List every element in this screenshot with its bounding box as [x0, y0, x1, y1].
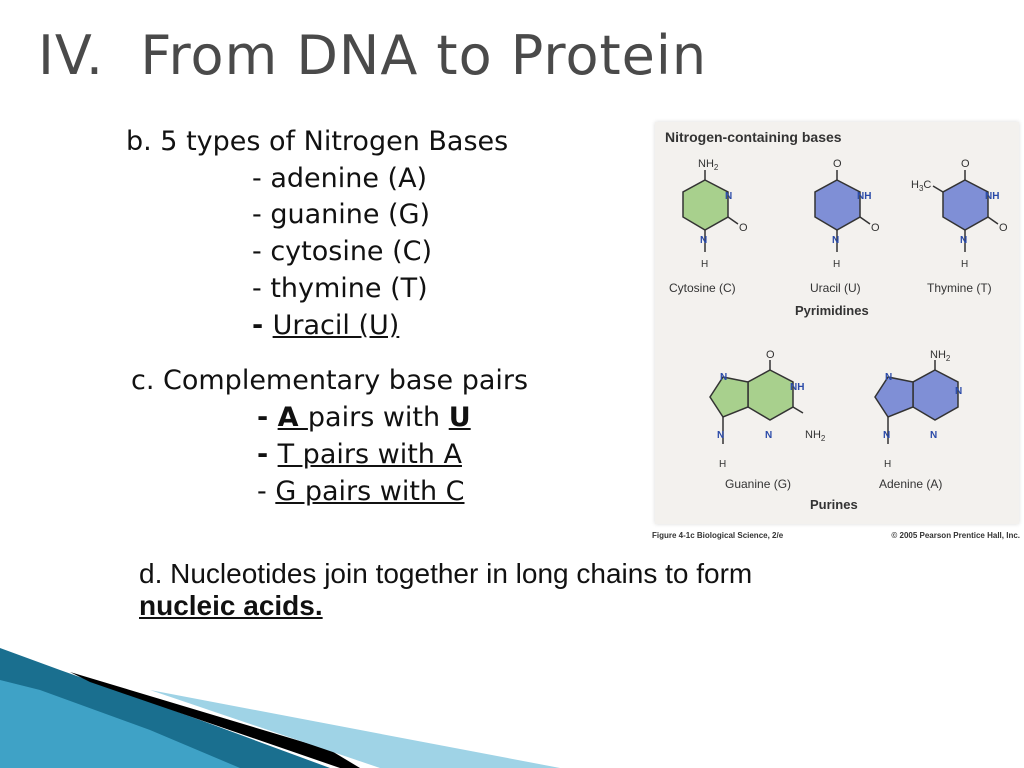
guanine-o: O [766, 349, 775, 361]
cytosine-n1: N [700, 235, 707, 246]
guanine-n3: N [765, 430, 772, 441]
adenine-n7: N [885, 372, 892, 383]
uracil-nh: NH [857, 191, 871, 202]
pyrimidines-label: Pyrimidines [795, 303, 869, 318]
thymine-structure: O H3C NH N O H Thymine (T) [911, 158, 1008, 295]
uracil-structure: O NH N O H Uracil (U) [810, 158, 880, 295]
slide-title: IV. From DNA to Protein [38, 24, 708, 87]
pair2-dash: - [257, 439, 278, 470]
guanine-nh2: NH2 [805, 429, 826, 443]
figure-caption-source: Figure 4-1c Biological Science, 2/e [652, 531, 784, 540]
pair-a-u: - A pairs with U [257, 402, 471, 433]
swoosh-light-band [150, 690, 560, 768]
uracil-dash: - [252, 310, 273, 341]
thymine-nh: NH [985, 191, 999, 202]
cytosine-nh2: NH2 [698, 158, 719, 172]
adenine-n9: N [883, 430, 890, 441]
figure-caption-copyright: © 2005 Pearson Prentice Hall, Inc. [891, 531, 1020, 540]
adenine-n1: N [955, 386, 962, 397]
guanine-n9: N [717, 430, 724, 441]
base-item-cytosine: - cytosine (C) [252, 236, 433, 267]
cytosine-n3: N [725, 191, 732, 202]
uracil-o-top: O [833, 158, 842, 170]
pair3-dash: - [257, 476, 276, 507]
uracil-o-bottom: O [871, 222, 880, 234]
decorative-swoosh [0, 648, 560, 768]
nucleic-acids-term: nucleic acids. [139, 590, 323, 621]
guanine-label: Guanine (G) [725, 477, 791, 491]
pair1-base: A [277, 402, 308, 433]
cytosine-o: O [739, 222, 748, 234]
uracil-h: H [833, 259, 840, 270]
figure-title: Nitrogen-containing bases [665, 129, 842, 145]
nitrogen-bases-figure: Nitrogen-containing bases NH2 N N O H Cy… [655, 122, 1019, 524]
cytosine-structure: NH2 N N O H Cytosine (C) [669, 158, 748, 295]
cytosine-label: Cytosine (C) [669, 281, 736, 295]
base-item-uracil: - Uracil (U) [252, 310, 399, 341]
nitrogen-bases-diagram: Nitrogen-containing bases NH2 N N O H Cy… [665, 129, 1008, 512]
pair1-dash: - [257, 402, 278, 433]
thymine-o-bottom: O [999, 222, 1008, 234]
thymine-o-top: O [961, 158, 970, 170]
thymine-label: Thymine (T) [927, 281, 992, 295]
pair2-text: T pairs with A [277, 439, 462, 470]
swoosh-mid-band [0, 680, 240, 768]
pair-g-c: - G pairs with C [257, 476, 465, 507]
adenine-structure: NH2 N N N N H Adenine (A) [874, 349, 962, 491]
thymine-methyl: H3C [911, 179, 931, 193]
thymine-n1: N [960, 235, 967, 246]
base-item-guanine: - guanine (G) [252, 199, 431, 230]
guanine-n7: N [720, 372, 727, 383]
base-item-adenine: - adenine (A) [252, 163, 428, 194]
uracil-label: Uracil (U) [272, 310, 400, 341]
adenine-nh2: NH2 [930, 349, 951, 363]
section-c-heading: c. Complementary base pairs [131, 365, 529, 396]
pair1-mid: pairs with [307, 402, 449, 433]
adenine-n3: N [930, 430, 937, 441]
section-d-paragraph: d. Nucleotides join together in long cha… [139, 558, 919, 622]
adenine-h: H [884, 459, 891, 470]
section-b-heading: b. 5 types of Nitrogen Bases [126, 126, 509, 157]
swoosh-black-band [70, 672, 360, 768]
pair-t-a: - T pairs with A [257, 439, 462, 470]
uracil-n1: N [832, 235, 839, 246]
guanine-nh: NH [790, 382, 804, 393]
adenine-label: Adenine (A) [879, 477, 942, 491]
guanine-structure: O NH NH2 N N N H Guanine (G) [709, 349, 826, 491]
section-d-text: d. Nucleotides join together in long cha… [139, 558, 753, 589]
base-item-thymine: - thymine (T) [252, 273, 428, 304]
guanine-h: H [719, 459, 726, 470]
pair3-text: G pairs with C [275, 476, 465, 507]
purines-label: Purines [810, 497, 858, 512]
uracil-label: Uracil (U) [810, 281, 861, 295]
pair1-partner: U [448, 402, 471, 433]
cytosine-h: H [701, 259, 708, 270]
thymine-h: H [961, 259, 968, 270]
